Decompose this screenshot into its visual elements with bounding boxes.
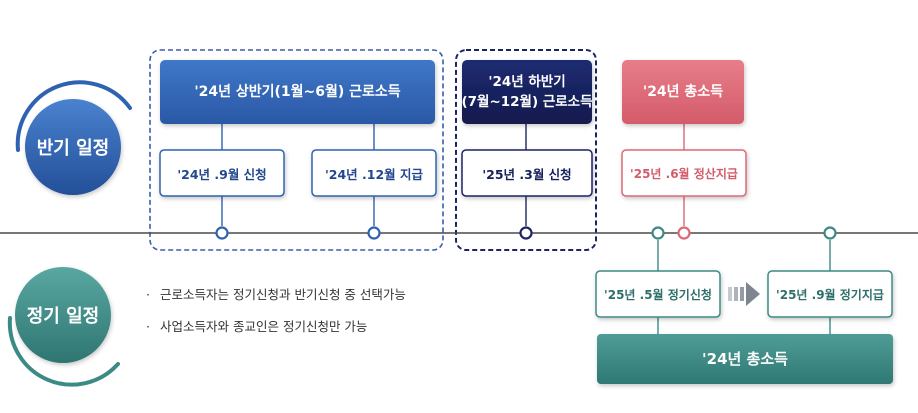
semiannual-schedule-label: 반기 일정 (36, 138, 110, 159)
regular-total-income-bar (597, 334, 893, 384)
semiannual-circle (25, 99, 121, 195)
regular-pay-text: '25년 .9월 정기지급 (776, 287, 884, 302)
node-regular-apply (651, 226, 665, 240)
second-half-dashed-frame (455, 49, 597, 251)
first-half-title: '24년 상반기(1월~6월) 근로소득 (194, 84, 401, 100)
settle-box (621, 149, 747, 197)
settle-text: '25년 .6월 정산지급 (630, 166, 738, 181)
total-income-title-box (622, 60, 744, 124)
first-half-title-box (160, 60, 435, 124)
semiannual-circle-arc (15, 80, 132, 152)
second-half-title-line1: '24년 하반기 (488, 74, 566, 90)
regular-schedule-label: 정기 일정 (26, 306, 100, 327)
regular-apply-box (595, 270, 721, 318)
second-half-apply-text: '25년 .3월 신청 (482, 166, 572, 182)
second-half-title: '24년 하반기 (7월~12월) 근로소득 (461, 60, 593, 124)
node-first-half-pay (367, 226, 381, 240)
first-half-apply-box (159, 149, 285, 197)
second-half-title-box (462, 60, 592, 124)
node-regular-pay (823, 226, 837, 240)
second-half-apply-box (461, 149, 593, 197)
node-first-half-apply (215, 226, 229, 240)
first-half-dashed-frame (149, 49, 444, 251)
regular-note-item: ·근로소득자는 정기신청과 반기신청 중 선택가능 (146, 287, 406, 302)
second-half-title-line2: (7월~12월) 근로소득 (461, 94, 593, 110)
total-income-title: '24년 총소득 (642, 84, 724, 100)
regular-note-text: 사업소득자와 종교인은 정기신청만 가능 (160, 319, 368, 334)
first-half-apply-text: '24년 .9월 신청 (177, 166, 267, 182)
regular-note-text: 근로소득자는 정기신청과 반기신청 중 선택가능 (160, 287, 406, 302)
first-half-pay-box (311, 149, 437, 197)
regular-circle-arc (7, 316, 120, 387)
regular-total-income-text: '24년 총소득 (702, 350, 788, 368)
regular-note-item: ·사업소득자와 종교인은 정기신청만 가능 (146, 319, 368, 334)
node-second-half-apply (519, 226, 533, 240)
node-settle (677, 226, 691, 240)
arrow-right-icon (728, 282, 760, 306)
regular-circle (15, 267, 111, 363)
regular-pay-box (767, 270, 893, 318)
regular-apply-text: '25년 .5월 정기신청 (604, 287, 712, 302)
regular-notes: ·근로소득자는 정기신청과 반기신청 중 선택가능 ·사업소득자와 종교인은 정… (146, 284, 406, 348)
first-half-pay-text: '24년 .12월 지급 (324, 166, 424, 182)
